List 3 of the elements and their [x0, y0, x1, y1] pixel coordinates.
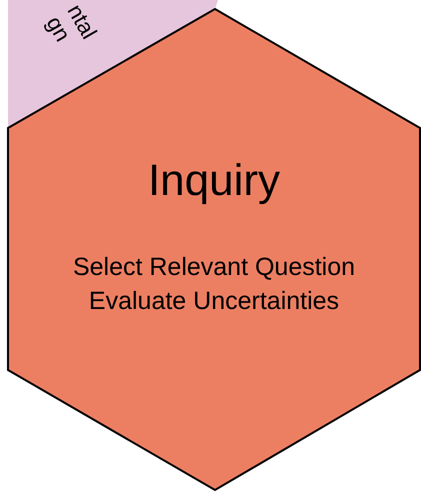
rotated-label: ntal gn: [42, 0, 103, 48]
description: Select Relevant Question Evaluate Uncertainties: [72, 252, 356, 317]
heading: Inquiry: [146, 156, 282, 206]
